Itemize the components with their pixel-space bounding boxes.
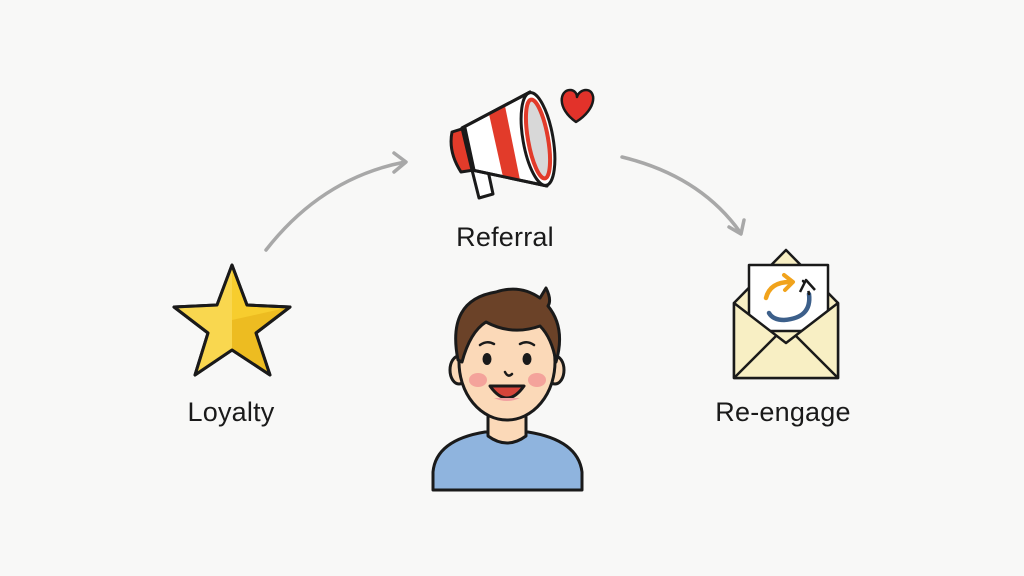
arrow-referral-to-reengage (620, 155, 746, 236)
star-icon (172, 263, 292, 377)
heart-icon (560, 88, 595, 124)
node-label-referral: Referral (456, 222, 554, 252)
person-icon (431, 286, 584, 492)
node-label-loyalty: Loyalty (187, 397, 275, 427)
arrow-loyalty-to-referral (264, 151, 408, 252)
envelope-icon (732, 248, 840, 380)
megaphone-icon (449, 90, 557, 200)
node-label-reengage: Re-engage (715, 397, 851, 427)
